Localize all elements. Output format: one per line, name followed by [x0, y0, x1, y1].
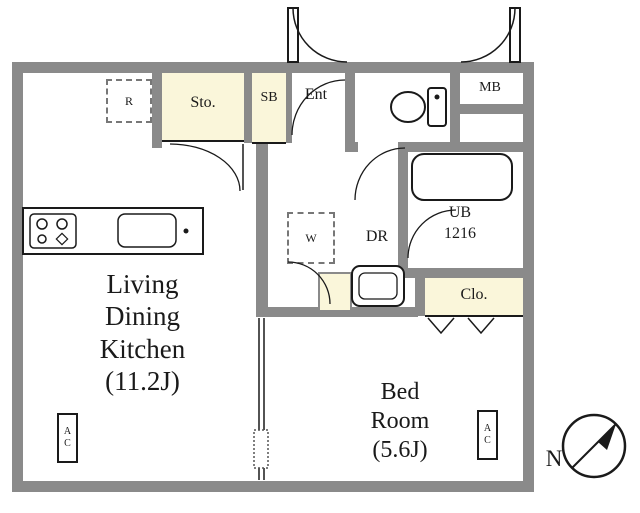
ac-left-label: AC: [62, 426, 73, 450]
wall-closet-left: [415, 268, 425, 316]
storage-room-fill: [162, 73, 244, 141]
unit-bath-size: 1216: [444, 224, 476, 242]
refrigerator-space: R: [106, 79, 152, 123]
meter-box-door-icon: [460, 7, 521, 63]
bedroom-line-2: Room: [370, 407, 430, 434]
storage-door-arc: [169, 143, 244, 192]
bathtub-icon: [411, 153, 513, 201]
ldk-label: Living Dining Kitchen (11.2J): [35, 268, 250, 398]
door-pocket: [253, 429, 269, 469]
storage-door-line: [162, 140, 244, 142]
washbasin-icon: [351, 265, 405, 307]
wall-unitbath-left: [398, 142, 408, 278]
storage-label: Sto.: [190, 94, 216, 111]
shoebox-fill: [252, 73, 286, 143]
stove-icon: [29, 213, 77, 249]
shoebox-bottom-line: [252, 142, 286, 144]
washer-space: W: [287, 212, 335, 264]
wall-shoebox-entrance: [286, 73, 292, 143]
entrance-door-icon: [287, 7, 348, 63]
washer-label: W: [305, 230, 317, 245]
sink-icon: [117, 213, 189, 248]
wall-ldk-divider: [256, 143, 268, 317]
compass-north-label: N: [545, 446, 563, 471]
dressing-room-label: DR: [365, 228, 389, 245]
ac-unit-left: AC: [57, 413, 78, 463]
entrance-label: Ent: [304, 86, 328, 103]
kitchen-counter: [22, 207, 204, 255]
sliding-door-icon: [253, 318, 269, 480]
meter-box-label: MB: [479, 80, 501, 95]
wall-storage-left: [152, 73, 162, 148]
wall-bottom: [12, 481, 534, 492]
ldk-line-2: Dining: [104, 301, 180, 332]
bedroom-size: (5.6J): [372, 436, 428, 463]
closet-fill: [425, 278, 523, 316]
closet-label: Clo.: [460, 286, 488, 303]
ldk-line-3: Kitchen: [99, 333, 186, 364]
wall-storage-shoebox: [244, 73, 252, 143]
ldk-line-1: Living: [106, 269, 179, 299]
shoebox-label: SB: [260, 90, 278, 105]
wall-top: [12, 62, 534, 73]
bedroom-label: Bed Room (5.6J): [330, 378, 470, 464]
wall-toilet-bottom-right: [404, 142, 534, 152]
ac-unit-right: AC: [477, 410, 498, 460]
unit-bath-line-1: UB: [448, 204, 472, 221]
ldk-size: (11.2J): [105, 366, 180, 397]
closet-door-icon: [427, 317, 495, 335]
wall-bedroom-top: [256, 307, 418, 317]
pipe-space: [318, 272, 352, 312]
wall-toilet-bottom-left: [345, 142, 358, 152]
unit-bath-label: UB 1216: [425, 203, 495, 245]
bedroom-line-1: Bed: [380, 379, 420, 405]
closet-opening-line: [425, 315, 523, 317]
ac-right-label: AC: [482, 423, 493, 447]
toilet-icon: [390, 87, 447, 127]
compass-icon: [561, 413, 627, 479]
wall-entrance-toilet: [345, 73, 355, 152]
wall-left: [12, 62, 23, 492]
wall-unitbath-bottom: [398, 268, 534, 278]
wall-meterbox-bottom: [450, 104, 534, 114]
refrigerator-label: R: [124, 93, 133, 108]
